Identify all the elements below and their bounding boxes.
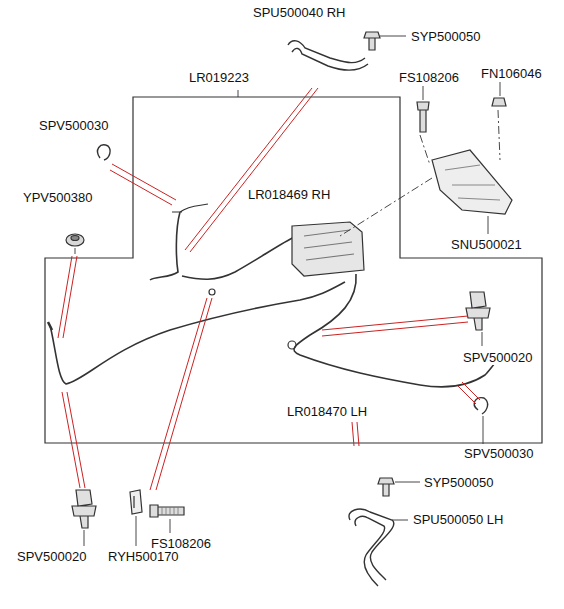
bolt bbox=[150, 505, 184, 517]
cable-grommet bbox=[288, 341, 296, 349]
cable-clip bbox=[209, 289, 215, 295]
cable-bracket bbox=[349, 509, 394, 586]
part-number: FS108206 bbox=[150, 536, 212, 551]
part-number: SPV500020 bbox=[462, 350, 533, 365]
part-number: RYH500170 bbox=[107, 549, 180, 564]
bolt bbox=[417, 102, 429, 132]
push-clip bbox=[72, 490, 96, 528]
lh-cable bbox=[294, 274, 500, 387]
rh-cable-end bbox=[172, 204, 208, 212]
clip bbox=[98, 145, 111, 160]
red-leaders bbox=[58, 88, 480, 490]
part-number: SPU500040 RH bbox=[252, 5, 347, 20]
part-number: LR018470 LH bbox=[286, 404, 368, 419]
screw bbox=[378, 478, 394, 496]
actuator-box bbox=[292, 222, 364, 276]
grommet-hole bbox=[71, 236, 79, 241]
part-number: FN106046 bbox=[480, 66, 543, 81]
part-number: SPV500020 bbox=[16, 549, 87, 564]
part-number: FS108206 bbox=[398, 70, 460, 85]
actuator-ribs bbox=[304, 230, 354, 260]
part-number: YPV500380 bbox=[22, 190, 93, 205]
push-clip bbox=[466, 292, 490, 330]
nut bbox=[492, 98, 506, 106]
part-number: SNU500021 bbox=[450, 237, 523, 252]
long-cable bbox=[50, 282, 345, 384]
clip bbox=[474, 398, 487, 414]
u-clip bbox=[130, 490, 142, 514]
cable-end bbox=[48, 322, 52, 330]
screw bbox=[364, 32, 380, 50]
bracket-detail bbox=[445, 165, 500, 200]
region-outline bbox=[45, 97, 542, 443]
part-number: SPV500030 bbox=[38, 118, 109, 133]
part-number: LR018469 RH bbox=[247, 187, 331, 202]
leader-lines bbox=[75, 36, 500, 546]
part-number: SYP500050 bbox=[410, 29, 481, 44]
part-number: SPU500050 LH bbox=[412, 512, 504, 527]
grommet bbox=[66, 234, 84, 246]
part-number: LR019223 bbox=[188, 70, 250, 85]
bolt-thread bbox=[162, 507, 178, 515]
part-number: SYP500050 bbox=[423, 475, 494, 490]
part-number: SPV500030 bbox=[463, 446, 534, 461]
rh-cable bbox=[150, 212, 296, 280]
cable-bracket bbox=[288, 41, 368, 71]
